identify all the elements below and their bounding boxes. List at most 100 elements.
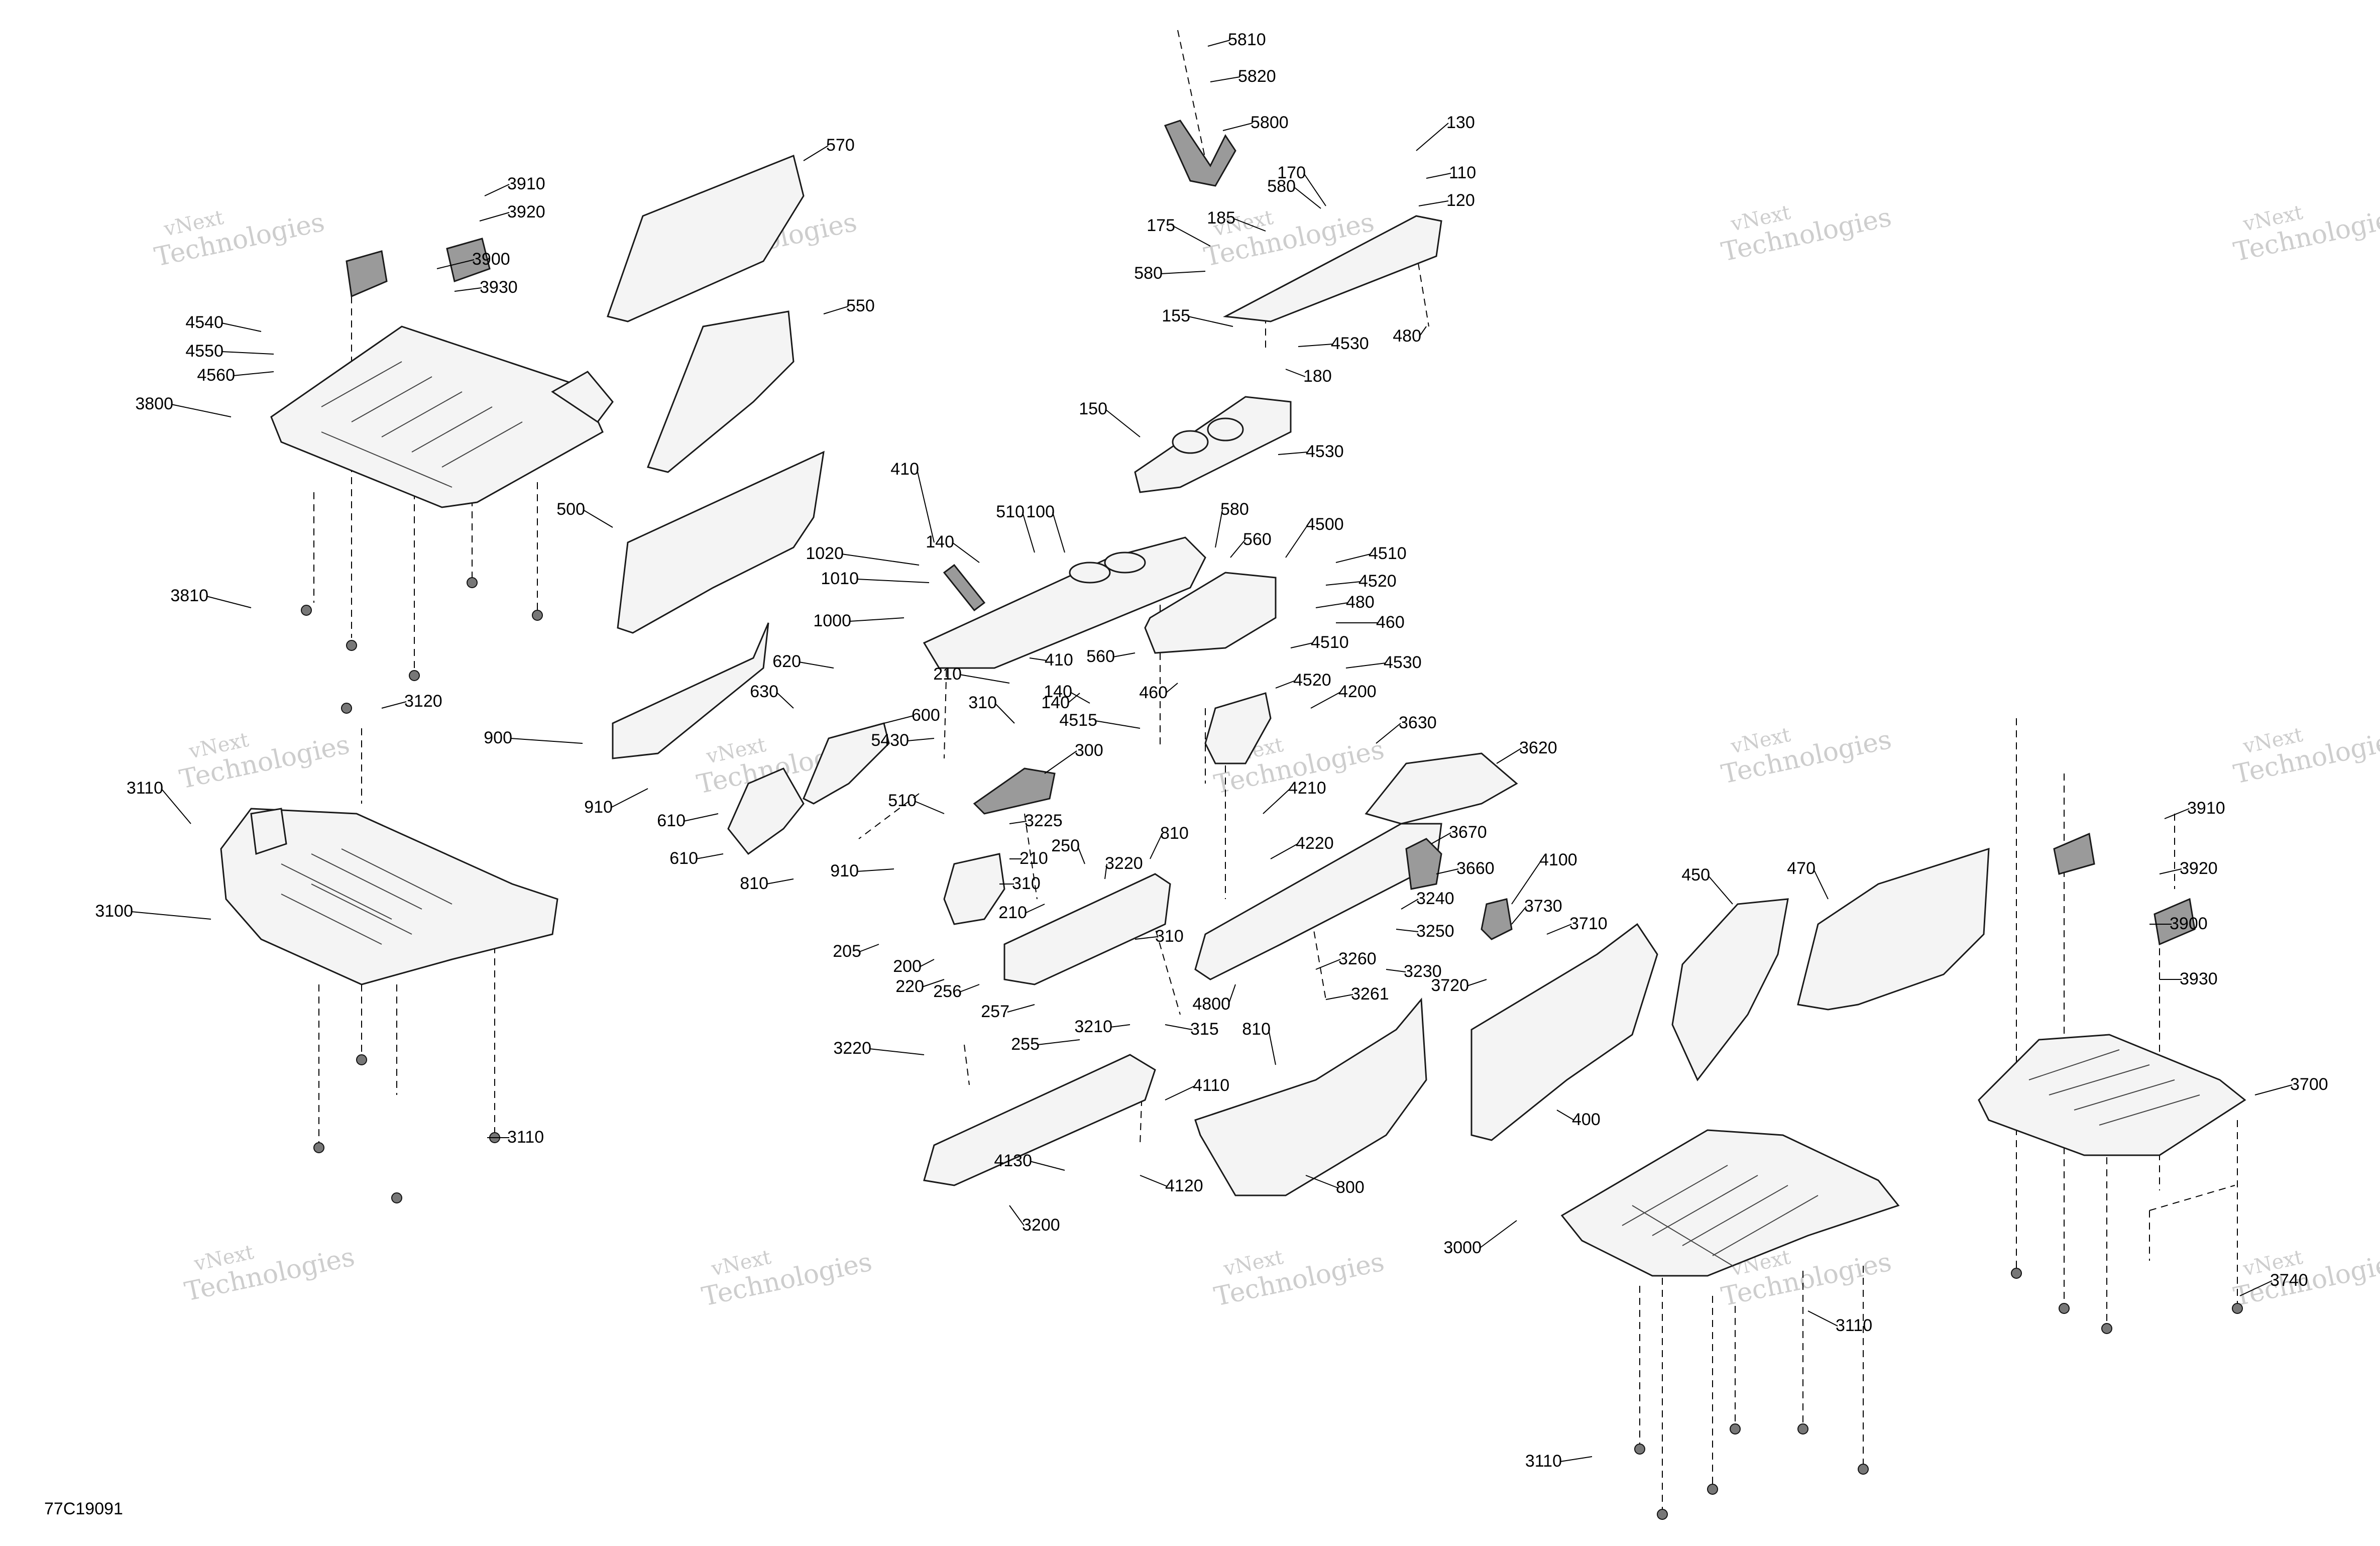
callout-label: 4550 bbox=[185, 342, 223, 361]
leader-line bbox=[1376, 723, 1401, 744]
leader-line bbox=[1315, 602, 1348, 608]
leader-line bbox=[206, 596, 252, 608]
callout: 4510 bbox=[1290, 633, 1349, 652]
leader-line bbox=[1496, 748, 1522, 764]
callout-label: 3800 bbox=[135, 394, 173, 413]
callout: 4100 bbox=[1511, 850, 1577, 905]
fastener bbox=[1657, 1509, 1668, 1520]
callout: 257 bbox=[981, 1002, 1035, 1021]
callout-label: 580 bbox=[1267, 177, 1296, 196]
callout-label: 810 bbox=[740, 874, 768, 893]
leader-line bbox=[906, 738, 935, 741]
leader-line bbox=[1110, 1024, 1130, 1028]
callout-label: 460 bbox=[1139, 683, 1168, 702]
leader-line bbox=[454, 287, 482, 292]
callout: 5810 bbox=[1207, 30, 1266, 49]
callout-label: 410 bbox=[1045, 650, 1073, 670]
callout: 4130 bbox=[994, 1151, 1065, 1171]
callout-label: 100 bbox=[1026, 502, 1055, 521]
callout: 500 bbox=[556, 500, 613, 528]
leader-line bbox=[479, 212, 510, 222]
skid-plate-3800 bbox=[270, 325, 614, 508]
callout-label: 4210 bbox=[1288, 779, 1326, 798]
callout-label: 255 bbox=[1011, 1035, 1040, 1054]
callout: 3230 bbox=[1386, 962, 1442, 981]
fastener bbox=[1858, 1464, 1869, 1475]
callout: 256 bbox=[933, 982, 980, 1001]
callout-label: 470 bbox=[1787, 859, 1816, 878]
callout-label: 4200 bbox=[1338, 682, 1377, 701]
callout: 3910 bbox=[2164, 799, 2225, 819]
callout: 3120 bbox=[381, 692, 442, 711]
callout-label: 600 bbox=[912, 706, 940, 725]
leader-line bbox=[1230, 539, 1245, 558]
callout-label: 3670 bbox=[1449, 823, 1487, 842]
callout: 4520 bbox=[1275, 671, 1331, 690]
callout-label: 3930 bbox=[480, 278, 518, 297]
callout: 150 bbox=[1079, 399, 1141, 437]
callout-label: 4220 bbox=[1296, 834, 1334, 853]
leader-line bbox=[1009, 1205, 1025, 1226]
leader-line bbox=[1275, 680, 1296, 689]
leader-line bbox=[917, 469, 935, 543]
callout-label: 3910 bbox=[507, 174, 545, 193]
callout-label: 180 bbox=[1303, 367, 1332, 386]
callout: 5800 bbox=[1222, 113, 1289, 132]
callout: 3630 bbox=[1376, 713, 1437, 744]
leader-line bbox=[799, 661, 834, 669]
part-4100 bbox=[1481, 898, 1513, 940]
callout-label: 3000 bbox=[1443, 1238, 1482, 1257]
callout: 310 bbox=[999, 874, 1041, 893]
callout: 3225 bbox=[1009, 811, 1063, 830]
callout: 3100 bbox=[95, 902, 211, 921]
callout: 220 bbox=[895, 977, 945, 996]
callout: 210 bbox=[933, 665, 1010, 684]
leader-line bbox=[221, 322, 262, 332]
callout-label: 630 bbox=[750, 682, 778, 701]
callout: 3900 bbox=[436, 250, 510, 269]
watermark: vNext Technologies bbox=[1719, 723, 1894, 790]
leader-line bbox=[1037, 1039, 1080, 1045]
callout-label: 4520 bbox=[1358, 572, 1397, 591]
callout: 170 bbox=[1277, 163, 1326, 206]
leader-line bbox=[2239, 1280, 2273, 1296]
engine-mount-3900 bbox=[2053, 832, 2095, 875]
callout-label: 3110 bbox=[1525, 1452, 1562, 1471]
callout: 4530 bbox=[1345, 653, 1422, 672]
leader-line bbox=[1052, 512, 1065, 553]
panel-570 bbox=[607, 154, 805, 322]
callout: 310 bbox=[1135, 927, 1184, 946]
leader-line bbox=[1263, 788, 1291, 814]
callout: 410 bbox=[890, 460, 935, 543]
callout-label: 580 bbox=[1220, 500, 1249, 519]
callout-label: 4530 bbox=[1384, 653, 1422, 672]
callout-label: 150 bbox=[1079, 399, 1107, 418]
leader-line bbox=[803, 145, 829, 161]
leader-line bbox=[1813, 868, 1829, 900]
callout-label: 155 bbox=[1162, 306, 1190, 325]
leader-line bbox=[1104, 863, 1107, 879]
callout: 510 bbox=[888, 791, 945, 814]
leader-line bbox=[131, 911, 211, 920]
callout: 3900 bbox=[2149, 914, 2208, 933]
callout-label: 3110 bbox=[1836, 1316, 1872, 1335]
leader-line bbox=[1044, 750, 1077, 774]
callout-label: 4510 bbox=[1311, 633, 1349, 652]
fastener bbox=[409, 670, 420, 681]
callout-label: 910 bbox=[584, 798, 613, 817]
callout: 580 bbox=[1267, 177, 1321, 209]
callout: 3260 bbox=[1315, 949, 1377, 970]
leader-line bbox=[1546, 924, 1572, 935]
leader-line bbox=[919, 959, 935, 967]
skid-plate-3700 bbox=[1978, 1034, 2246, 1156]
leader-line bbox=[381, 701, 407, 709]
fastener bbox=[313, 1142, 324, 1153]
leader-line bbox=[583, 509, 613, 528]
callout: 210 bbox=[1009, 849, 1048, 868]
leader-line bbox=[1077, 846, 1085, 864]
callout-label: 140 bbox=[926, 532, 954, 551]
leader-line bbox=[233, 371, 274, 376]
callout-label: 4530 bbox=[1306, 442, 1344, 461]
callout-label: 3250 bbox=[1416, 922, 1454, 941]
